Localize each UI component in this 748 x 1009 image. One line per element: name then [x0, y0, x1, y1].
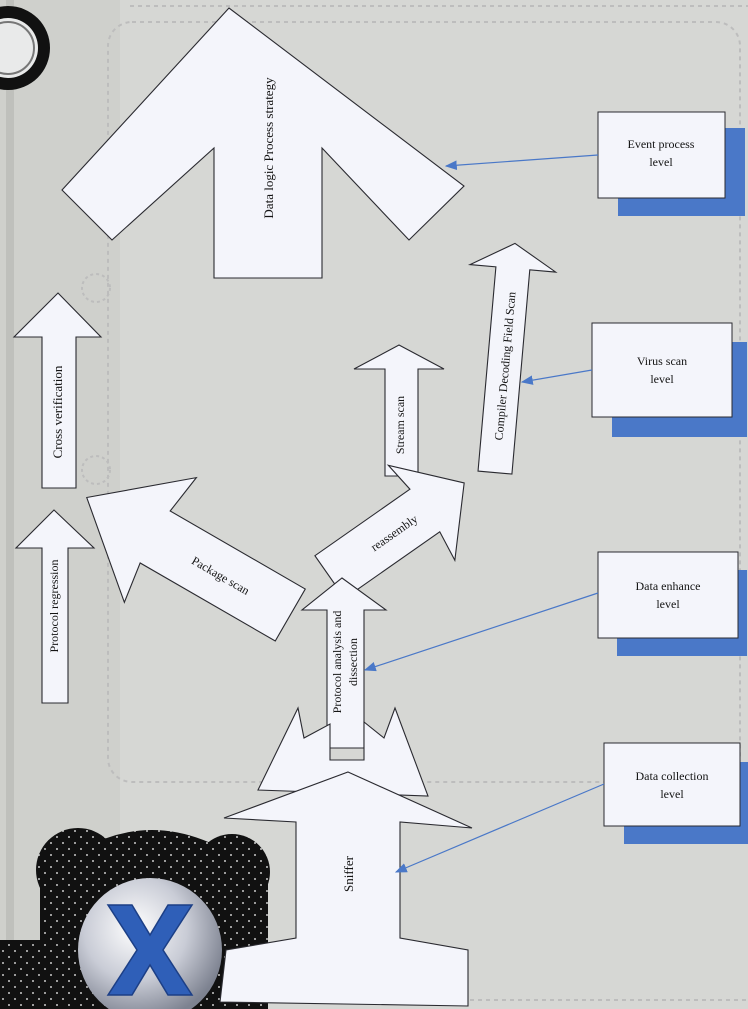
level-box-event-process: Event process level — [597, 111, 745, 216]
arrow-sniffer: Sniffer — [219, 771, 473, 1007]
level-box-virus-scan: Virus scan level — [591, 322, 747, 437]
connector-data-enhance — [363, 592, 599, 672]
arrow-label-data-logic-process: Data logic Process strategy — [261, 77, 276, 219]
level-label-event-process-2: level — [649, 155, 673, 169]
level-box-data-collection: Data collection level — [603, 742, 748, 844]
ring-decoration-icon — [0, 6, 50, 90]
arrow-label-protocol-analysis-1: Protocol analysis and — [330, 611, 344, 714]
arrow-label-stream-scan: Stream scan — [393, 396, 407, 454]
connector-event-process — [444, 154, 599, 171]
level-label-virus-scan-2: level — [650, 372, 674, 386]
arrow-label-protocol-analysis-2: dissection — [346, 638, 360, 686]
connectors — [363, 154, 605, 873]
arrow-label-protocol-regression: Protocol regression — [47, 560, 61, 653]
arrow-package-scan: Package scan — [86, 476, 307, 642]
level-box-data-enhance: Data enhance level — [597, 551, 747, 656]
level-label-virus-scan-1: Virus scan — [637, 354, 687, 368]
arrow-protocol-analysis: Protocol analysis and dissection — [300, 577, 388, 749]
level-label-data-collection-1: Data collection — [636, 769, 709, 783]
arrow-protocol-regression: Protocol regression — [14, 509, 96, 704]
arrow-split — [257, 706, 429, 797]
blue-x-logo-icon — [0, 828, 270, 1009]
connector-data-collection — [394, 783, 605, 873]
arrow-cross-verification: Cross verification — [12, 292, 103, 489]
connector-virus-scan — [520, 369, 593, 385]
arrow-label-sniffer: Sniffer — [341, 855, 356, 892]
level-label-event-process-1: Event process — [628, 137, 695, 151]
arrow-compiler-decoding-field-scan: Compiler Decoding Field Scan — [467, 242, 558, 475]
arrow-data-logic-process: Data logic Process strategy — [61, 7, 465, 279]
arrow-label-cross-verification: Cross verification — [50, 365, 65, 458]
level-label-data-enhance-2: level — [656, 597, 680, 611]
level-label-data-enhance-1: Data enhance — [636, 579, 701, 593]
level-label-data-collection-2: level — [660, 787, 684, 801]
arrow-reassembly: reassembly — [314, 464, 465, 600]
